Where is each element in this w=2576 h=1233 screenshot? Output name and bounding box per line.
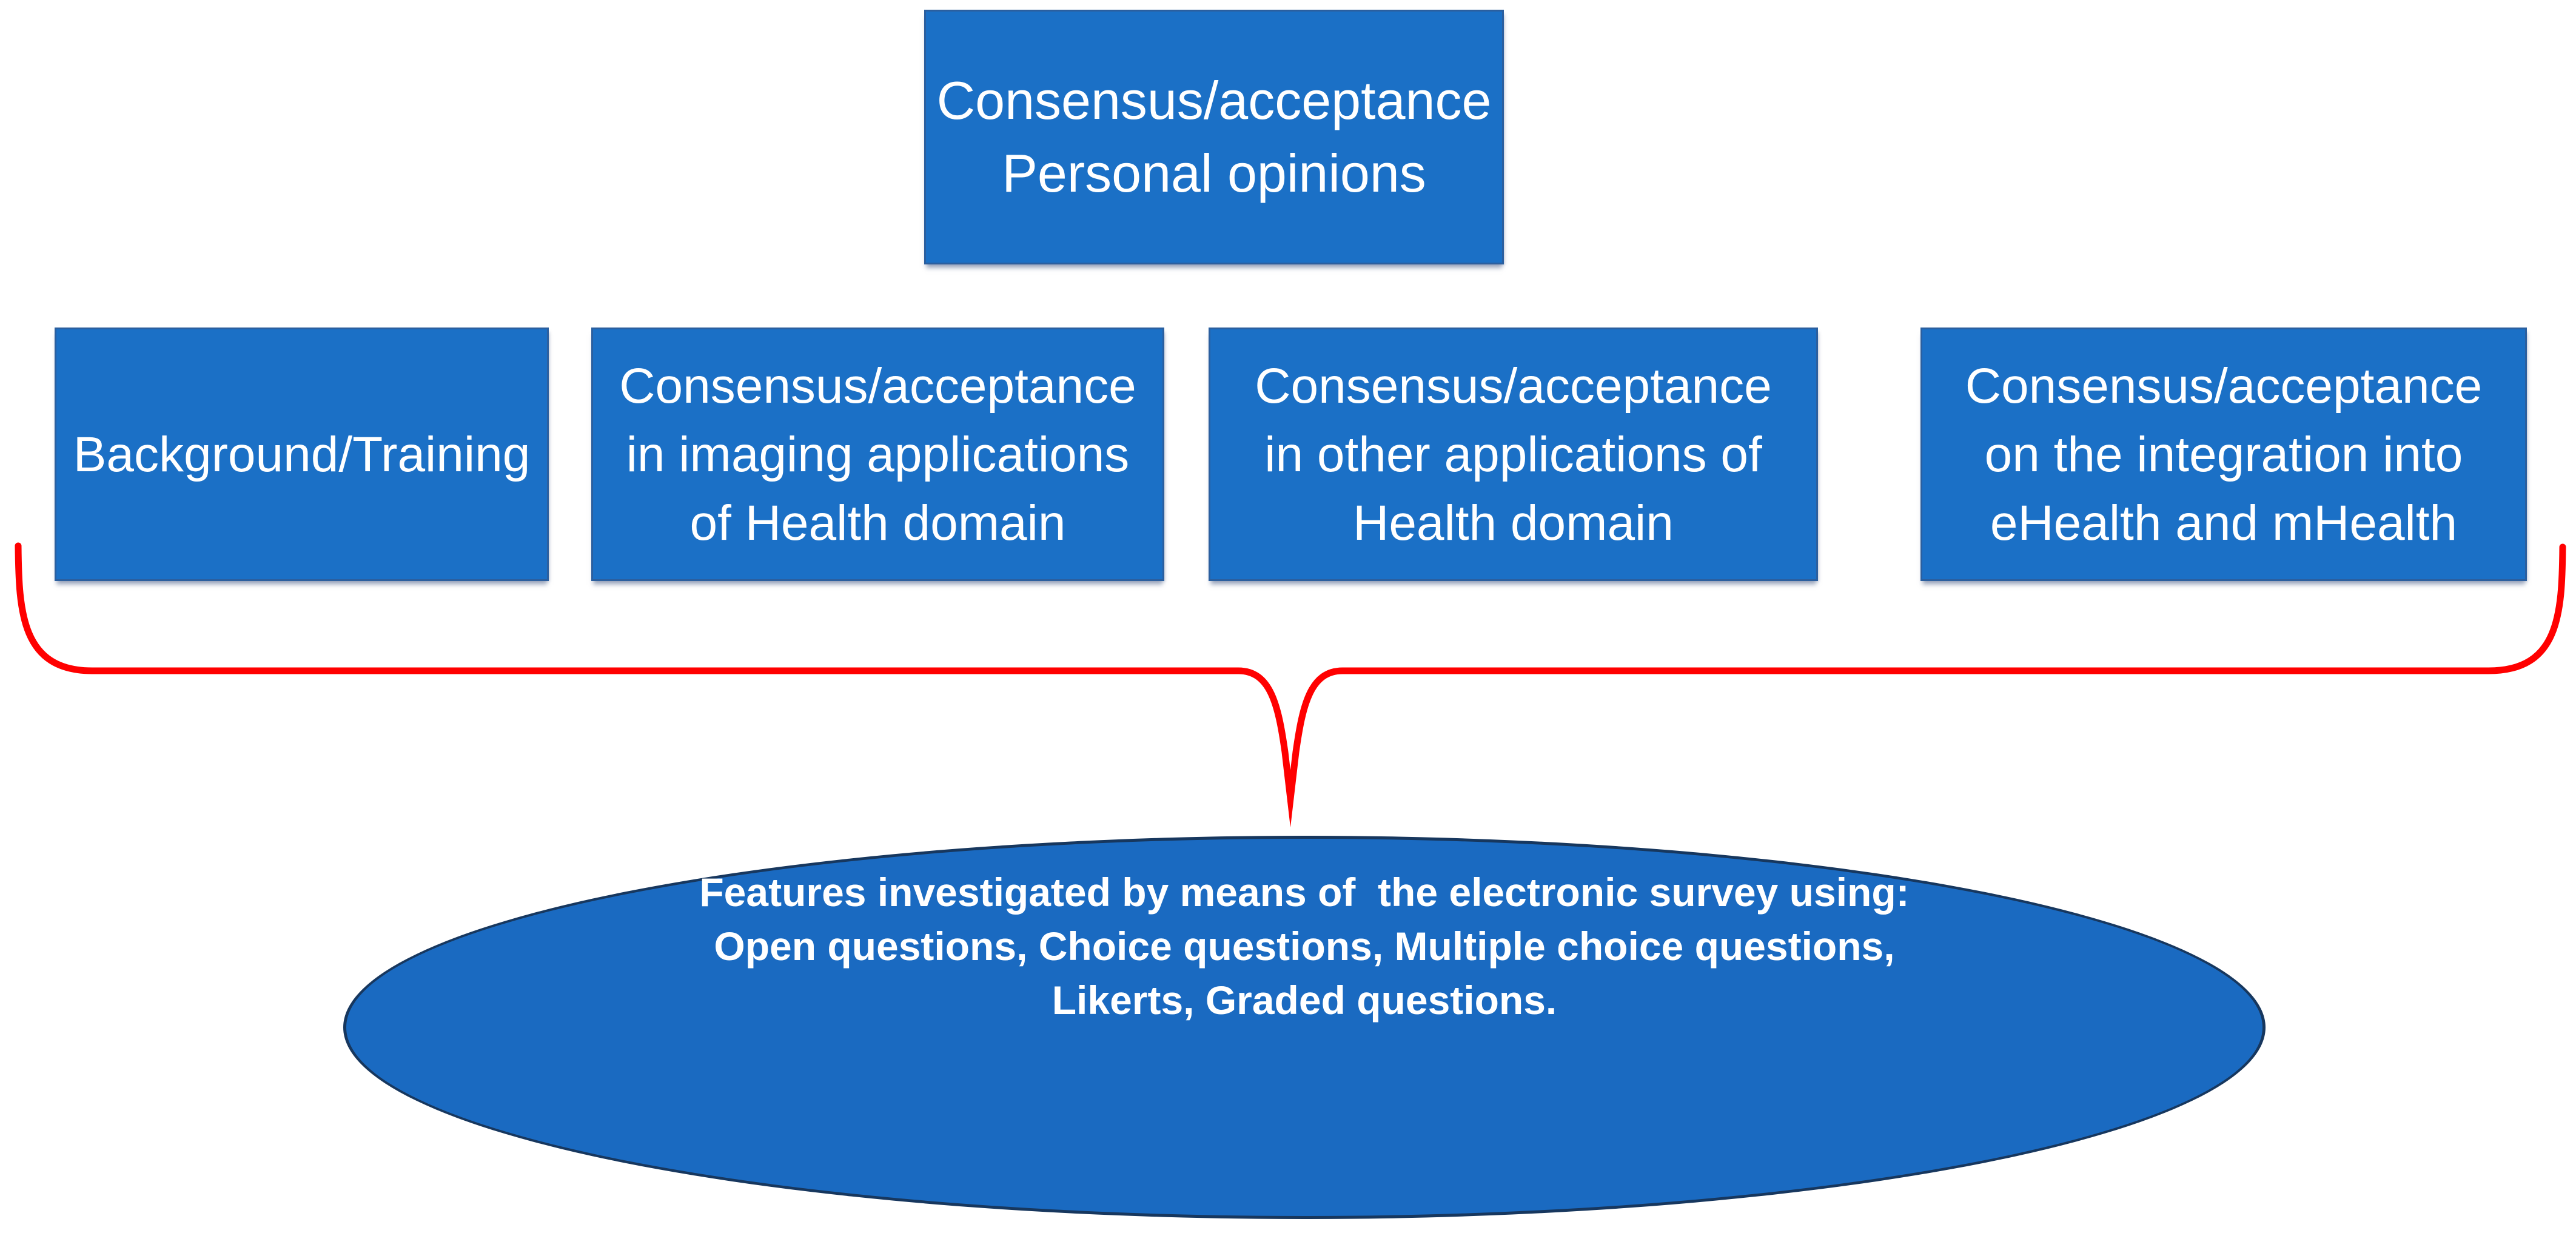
curly-brace-path <box>15 542 2566 828</box>
box-consensus-integration-ehealth-mhealth: Consensus/acceptance on the integration … <box>1920 328 2527 581</box>
box-consensus-other-applications: Consensus/acceptance in other applicatio… <box>1209 328 1818 581</box>
box-background-training: Background/Training <box>55 328 549 581</box>
box-consensus-imaging-applications: Consensus/acceptance in imaging applicat… <box>591 328 1164 581</box>
top-box-consensus-personal-opinions: Consensus/acceptance Personal opinions <box>924 10 1504 264</box>
ellipse-features-investigated: Features investigated by means of the el… <box>343 836 2266 1219</box>
